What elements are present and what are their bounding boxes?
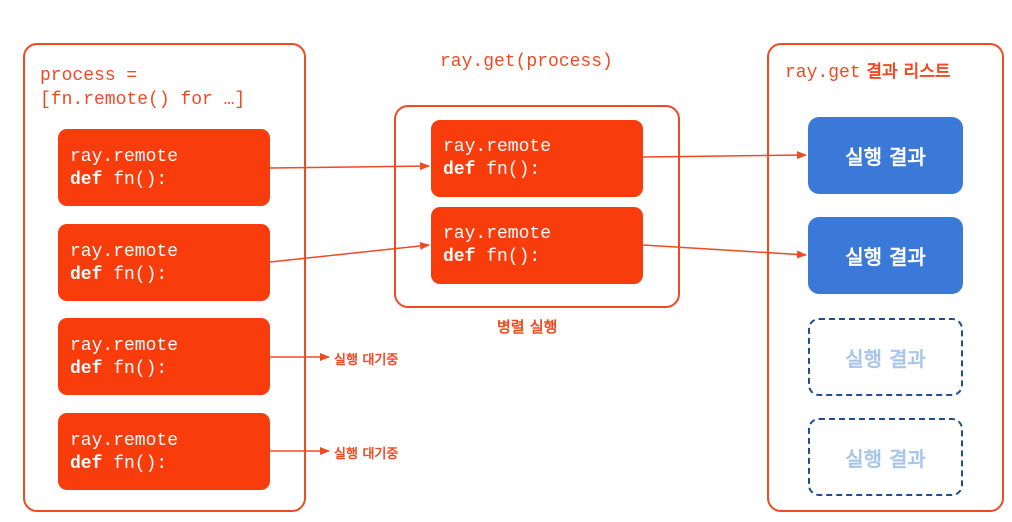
result-title-code: ray.get xyxy=(785,63,861,83)
result-item-2: 실행 결과 xyxy=(808,217,963,294)
waiting-label: 실행 대기중 xyxy=(334,447,399,462)
process-panel xyxy=(23,43,306,512)
card-keyword: def xyxy=(70,265,103,285)
ray-get-title: ray.get(process) xyxy=(440,52,613,72)
waiting-label: 실행 대기중 xyxy=(334,353,399,368)
process-label-line1: process = xyxy=(40,66,138,86)
card-fn: fn(): xyxy=(102,170,168,190)
result-item-1: 실행 결과 xyxy=(808,117,963,194)
running-card: ray.remote def fn(): xyxy=(431,120,643,197)
card-decorator: ray.remote xyxy=(70,336,179,356)
card-fn: fn(): xyxy=(102,265,168,285)
card-signature: def fn(): xyxy=(70,453,270,476)
card-keyword: def xyxy=(70,454,103,474)
result-list-title: ray.get 결과 리스트 xyxy=(785,60,950,85)
card-decorator: ray.remote xyxy=(70,242,179,262)
card-signature: def fn(): xyxy=(70,169,270,192)
parallel-caption: 병렬 실행 xyxy=(497,318,558,336)
card-fn: fn(): xyxy=(475,160,541,180)
card-decorator: ray.remote xyxy=(443,137,552,157)
card-decorator: ray.remote xyxy=(70,431,179,451)
card-decorator: ray.remote xyxy=(70,147,179,167)
task-card: ray.remote def fn(): xyxy=(58,413,270,490)
result-list-panel xyxy=(767,43,1004,512)
result-item-4: 실행 결과 xyxy=(808,418,963,496)
task-card: ray.remote def fn(): xyxy=(58,129,270,206)
card-signature: def fn(): xyxy=(70,264,270,287)
card-signature: def fn(): xyxy=(443,246,643,269)
result-item-3: 실행 결과 xyxy=(808,318,963,396)
process-label-line2: [fn.remote() for …] xyxy=(40,90,246,110)
card-signature: def fn(): xyxy=(443,159,643,182)
card-fn: fn(): xyxy=(102,359,168,379)
running-card: ray.remote def fn(): xyxy=(431,207,643,284)
card-fn: fn(): xyxy=(102,454,168,474)
card-keyword: def xyxy=(70,170,103,190)
card-fn: fn(): xyxy=(475,247,541,267)
card-decorator: ray.remote xyxy=(443,224,552,244)
card-keyword: def xyxy=(70,359,103,379)
card-signature: def fn(): xyxy=(70,358,270,381)
card-keyword: def xyxy=(443,160,476,180)
card-keyword: def xyxy=(443,247,476,267)
parallel-panel xyxy=(394,105,680,308)
result-title-text: 결과 리스트 xyxy=(866,62,951,82)
process-label: process = [fn.remote() for …] xyxy=(40,64,245,112)
task-card: ray.remote def fn(): xyxy=(58,224,270,301)
task-card: ray.remote def fn(): xyxy=(58,318,270,395)
